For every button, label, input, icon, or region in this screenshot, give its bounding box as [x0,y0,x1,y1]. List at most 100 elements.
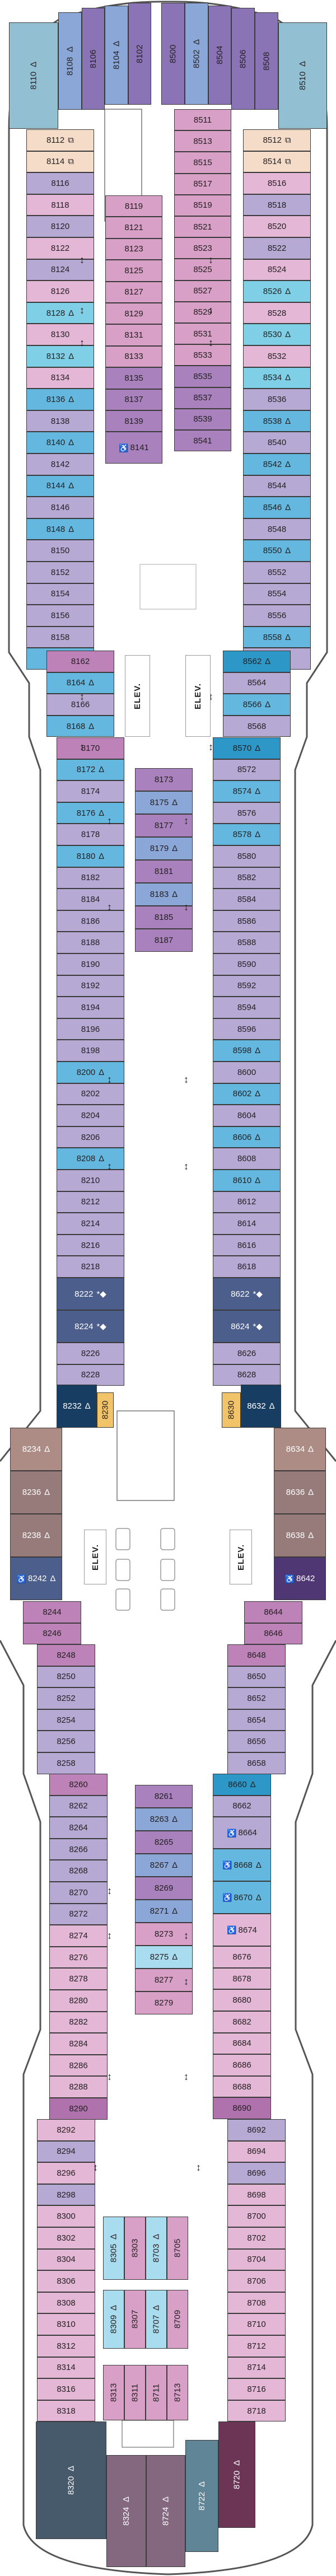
cabin-8674[interactable]: ♿8674 [213,1914,271,1947]
cabin-8265[interactable]: 8265 [135,1831,193,1854]
cabin-8124[interactable]: 8124 [26,259,94,281]
cabin-8608[interactable]: 8608 [213,1148,281,1170]
cabin-8519[interactable]: 8519 [174,194,231,216]
cabin-8188[interactable]: 8188 [57,932,124,953]
cabin-8604[interactable]: 8604 [213,1105,281,1126]
cabin-8269[interactable]: 8269 [135,1877,193,1900]
cabin-8261[interactable]: 8261 [135,1785,193,1808]
cabin-8131[interactable]: 8131 [105,324,162,346]
cabin-8185[interactable]: 8185 [135,906,193,929]
cabin-8276[interactable]: 8276 [49,1946,108,1969]
cabin-8248[interactable]: 8248 [37,1644,95,1666]
cabin-8138[interactable]: 8138 [26,410,94,432]
cabin-8156[interactable]: 8156 [26,605,94,627]
cabin-8268[interactable]: 8268 [49,1860,108,1882]
cabin-8102[interactable]: 8102 [128,3,151,105]
cabin-8656[interactable]: 8656 [227,1731,286,1752]
cabin-8714[interactable]: 8714 [227,2357,286,2379]
cabin-8228[interactable]: 8228 [57,1364,124,1386]
cabin-8214[interactable]: 8214 [57,1213,124,1235]
cabin-8127[interactable]: 8127 [105,281,162,303]
cabin-8210[interactable]: 8210 [57,1170,124,1191]
cabin-8576[interactable]: 8576 [213,802,281,824]
cabin-8680[interactable]: 8680 [213,1989,271,2011]
cabin-8272[interactable]: 8272 [49,1903,108,1925]
cabin-8614[interactable]: 8614 [213,1213,281,1235]
cabin-8174[interactable]: 8174 [57,780,124,802]
cabin-8246[interactable]: 8246 [23,1623,81,1645]
cabin-8216[interactable]: 8216 [57,1234,124,1256]
cabin-8212[interactable]: 8212 [57,1191,124,1213]
cabin-8513[interactable]: 8513 [174,130,231,152]
cabin-8522[interactable]: 8522 [243,237,311,259]
cabin-8316[interactable]: 8316 [37,2378,95,2400]
cabin-8254[interactable]: 8254 [37,1709,95,1731]
cabin-8586[interactable]: 8586 [213,910,281,932]
cabin-8296[interactable]: 8296 [37,2162,95,2184]
cabin-8658[interactable]: 8658 [227,1752,286,1774]
cabin-8568[interactable]: 8568 [223,715,291,737]
cabin-8273[interactable]: 8273 [135,1923,193,1946]
cabin-8133[interactable]: 8133 [105,345,162,368]
cabin-8531[interactable]: 8531 [174,323,231,345]
cabin-8314[interactable]: 8314 [37,2357,95,2379]
cabin-8690[interactable]: 8690 [213,2097,271,2119]
cabin-8258[interactable]: 8258 [37,1752,95,1774]
cabin-8152[interactable]: 8152 [26,562,94,583]
cabin-8288[interactable]: 8288 [49,2076,108,2098]
cabin-8186[interactable]: 8186 [57,910,124,932]
cabin-8711[interactable]: 8711 [146,2365,167,2420]
cabin-8313[interactable]: 8313 [103,2365,124,2420]
cabin-8540[interactable]: 8540 [243,432,311,454]
cabin-8592[interactable]: 8592 [213,975,281,997]
cabin-8294[interactable]: 8294 [37,2140,95,2163]
cabin-8520[interactable]: 8520 [243,216,311,237]
cabin-8129[interactable]: 8129 [105,303,162,325]
cabin-8517[interactable]: 8517 [174,173,231,195]
cabin-8290[interactable]: 8290 [49,2098,108,2120]
cabin-8516[interactable]: 8516 [243,172,311,194]
cabin-8696[interactable]: 8696 [227,2162,286,2184]
cabin-8308[interactable]: 8308 [37,2292,95,2314]
cabin-8521[interactable]: 8521 [174,216,231,238]
cabin-8278[interactable]: 8278 [49,1968,108,1990]
cabin-8708[interactable]: 8708 [227,2292,286,2314]
cabin-8590[interactable]: 8590 [213,953,281,975]
cabin-8527[interactable]: 8527 [174,280,231,302]
cabin-8709[interactable]: 8709 [167,2290,188,2349]
cabin-8716[interactable]: 8716 [227,2378,286,2400]
cabin-8596[interactable]: 8596 [213,1018,281,1040]
cabin-8710[interactable]: 8710 [227,2313,286,2335]
cabin-8644[interactable]: 8644 [244,1601,302,1623]
cabin-8537[interactable]: 8537 [174,387,231,409]
cabin-8277[interactable]: 8277 [135,1969,193,1991]
cabin-8541[interactable]: 8541 [174,430,231,452]
cabin-8270[interactable]: 8270 [49,1882,108,1904]
